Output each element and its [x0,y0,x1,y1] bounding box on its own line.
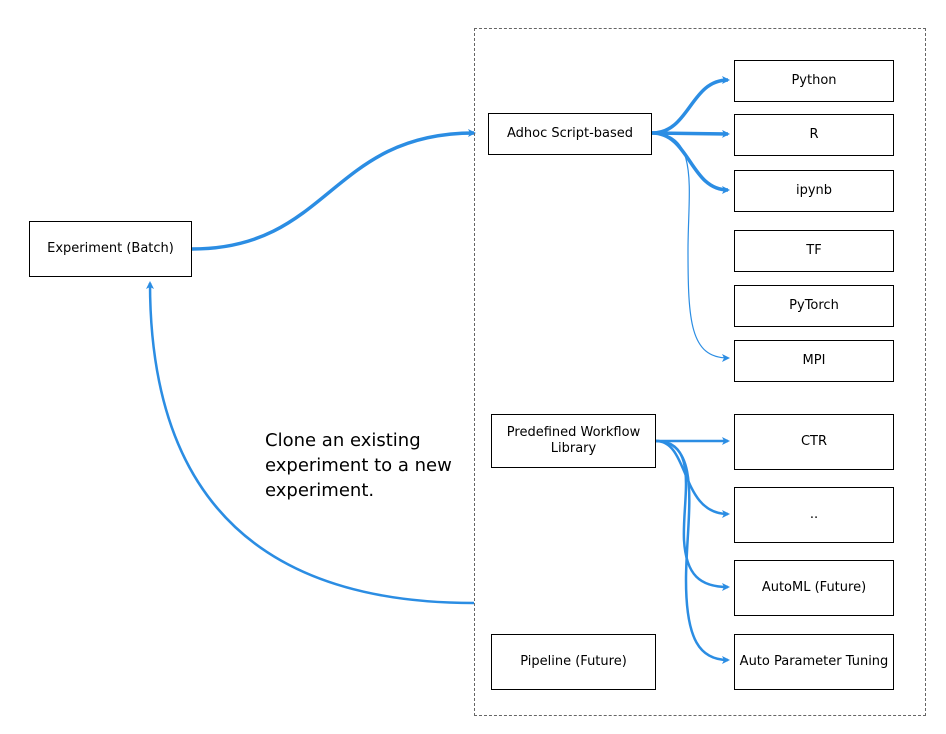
node-ipynb-label: ipynb [795,183,833,198]
node-pipeline: Pipeline (Future) [491,634,656,690]
arrow-clone-to-experiment [146,281,475,605]
node-predefined-workflow-label: Predefined Workflow Library [506,425,641,456]
node-python-label: Python [791,73,837,88]
clone-note-line-3: experiment. [265,480,375,501]
clone-note-line-2: experiment to a new [265,455,452,476]
node-experiment-batch-label: Experiment (Batch) [47,241,174,256]
node-ctr-label: CTR [800,434,828,449]
node-pytorch-label: PyTorch [789,298,839,313]
node-mpi: MPI [734,340,894,382]
node-r: R [734,114,894,156]
node-automl: AutoML (Future) [734,560,894,616]
node-python: Python [734,60,894,102]
node-automl-label: AutoML (Future) [761,580,867,595]
node-dots: .. [734,487,894,543]
node-ipynb: ipynb [734,170,894,212]
node-auto-parameter-tuning-label: Auto Parameter Tuning [739,654,889,669]
node-tf-label: TF [806,243,822,258]
node-predefined-workflow: Predefined Workflow Library [491,414,656,468]
arrow-adhoc-to-r [651,129,730,138]
node-adhoc-script: Adhoc Script-based [488,113,652,155]
node-pytorch: PyTorch [734,285,894,327]
arrow-adhoc-to-mpi [651,132,730,362]
options-container [474,28,926,716]
node-adhoc-script-label: Adhoc Script-based [506,126,634,141]
node-pipeline-label: Pipeline (Future) [520,654,627,669]
arrow-adhoc-to-python [651,76,730,135]
node-mpi-label: MPI [802,353,826,368]
arrow-experiment-to-adhoc [191,129,476,251]
node-dots-label: .. [809,507,819,522]
arrow-adhoc-to-ipynb [651,131,730,194]
node-tf: TF [734,230,894,272]
node-ctr: CTR [734,414,894,470]
clone-note: Clone an existing experiment to a new ex… [265,428,465,503]
node-experiment-batch: Experiment (Batch) [29,221,192,277]
node-r-label: R [809,127,819,142]
node-auto-parameter-tuning: Auto Parameter Tuning [734,634,894,690]
arrow-predefined-to-autoparam [655,439,730,664]
clone-note-line-1: Clone an existing [265,430,421,451]
